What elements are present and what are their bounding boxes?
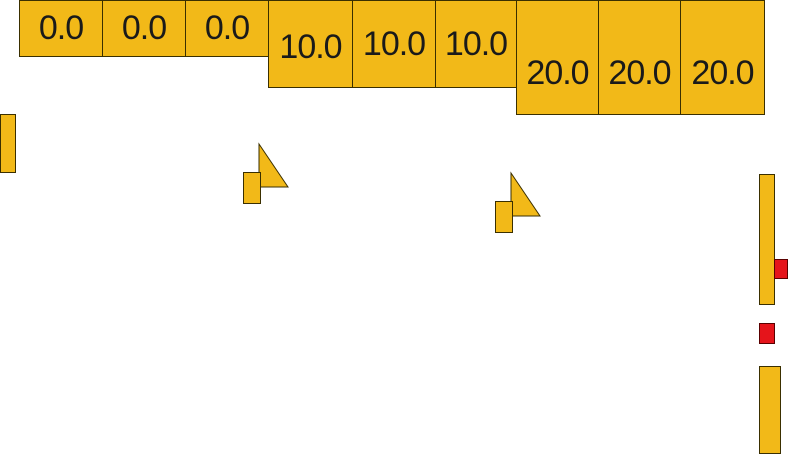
flag-marker-1 (243, 142, 289, 205)
value-cell-a2: 0.0 (102, 0, 186, 57)
flag-marker-2 (495, 171, 541, 234)
flag-triangle-icon (495, 171, 541, 233)
value-cell-a3: 0.0 (185, 0, 269, 57)
right-bar-lower (759, 366, 781, 454)
value-cell-c1: 20.0 (516, 0, 599, 115)
red-marker-lower (759, 323, 775, 344)
left-bar (0, 114, 16, 173)
value-cell-b3: 10.0 (435, 0, 517, 88)
value-cell-b1: 10.0 (268, 0, 353, 88)
red-marker-upper (774, 259, 788, 279)
value-cell-b2: 10.0 (352, 0, 436, 88)
flag-triangle-icon (243, 142, 289, 204)
value-cell-a1: 0.0 (19, 0, 103, 57)
right-bar-upper (759, 174, 775, 305)
value-cell-c3: 20.0 (680, 0, 765, 115)
value-cell-c2: 20.0 (598, 0, 681, 115)
